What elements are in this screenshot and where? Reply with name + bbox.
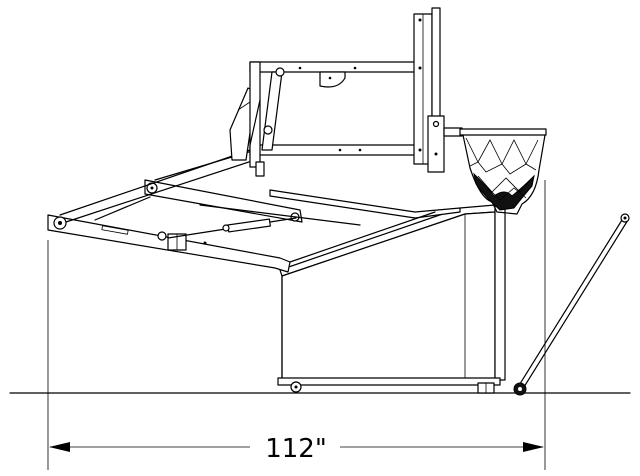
tow-handle [513, 213, 630, 396]
backboard [413, 7, 445, 173]
backboard-support-frame [249, 61, 431, 177]
dimension-label: 112" [265, 434, 327, 464]
base-cabinet [277, 199, 506, 394]
rim-and-net [443, 127, 547, 215]
rear-cover-panel [269, 189, 461, 219]
upper-arm [144, 179, 303, 223]
lower-arm [47, 214, 291, 273]
dimension-line [49, 442, 544, 452]
gas-strut [167, 217, 297, 239]
